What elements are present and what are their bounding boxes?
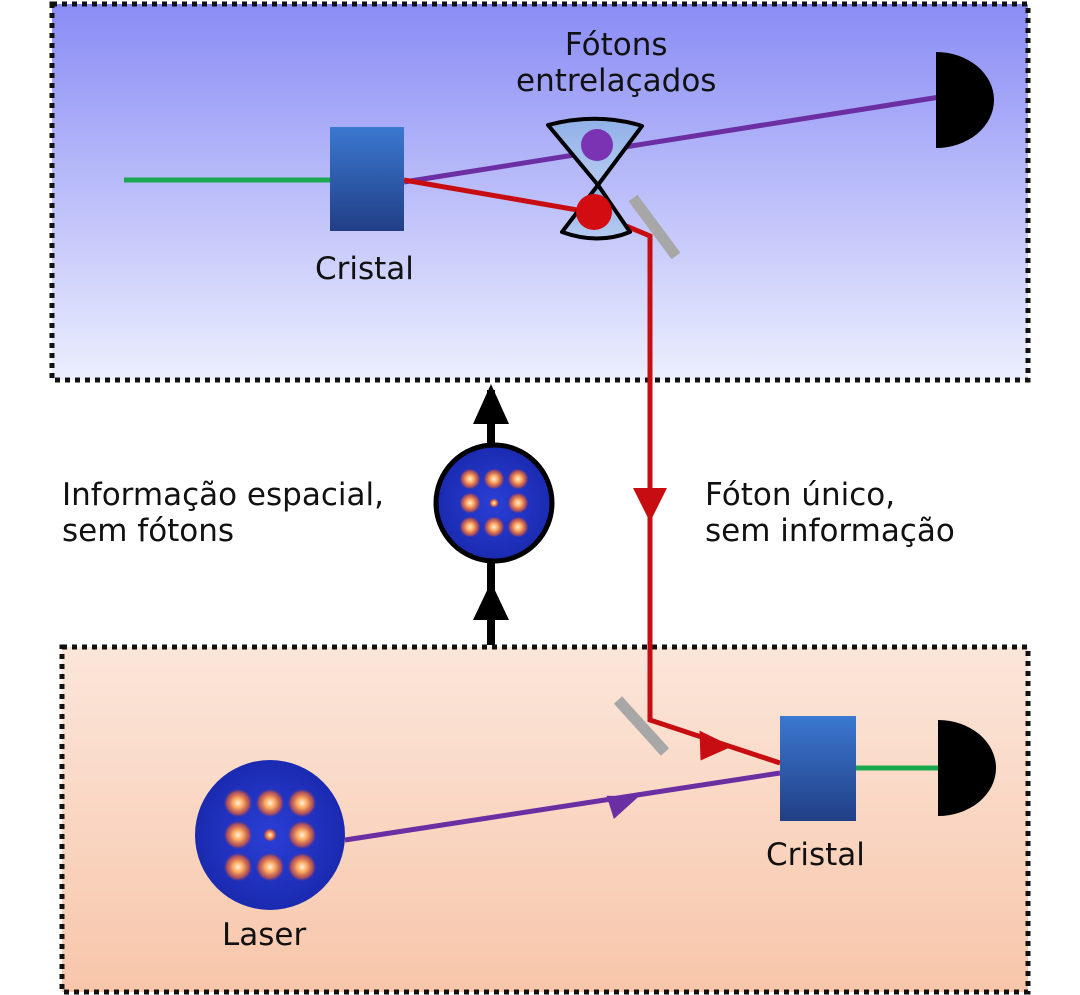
- idler-beam: [403, 177, 781, 766]
- idler-arrow-down: [633, 488, 667, 522]
- pattern-spot: [507, 468, 529, 490]
- spatial-info-line-1: Informação espacial,: [62, 477, 384, 513]
- laser-label: Laser: [222, 917, 307, 953]
- crystal-top-label: Cristal: [315, 251, 414, 287]
- detector-icon: [936, 52, 994, 148]
- pattern-spot: [255, 788, 285, 818]
- pattern-spot: [507, 516, 529, 538]
- single-photon-line-2: sem informação: [705, 512, 955, 549]
- image-pattern-icon: [433, 442, 555, 564]
- entangled-photons-line-1: Fótons: [564, 27, 668, 63]
- pattern-spot: [459, 516, 481, 538]
- pattern-spot: [287, 820, 317, 850]
- entangled-photons-line-2: entrelaçados: [516, 62, 717, 99]
- information-arrow-head-top: [473, 384, 509, 424]
- entangled-photons-label: Fótons entrelaçados: [516, 27, 717, 99]
- mirror-icon: [613, 696, 670, 756]
- crystal-icon: [780, 716, 856, 821]
- pattern-spot: [223, 820, 253, 850]
- single-photon-label: Fóton único, sem informação: [705, 477, 955, 549]
- pattern-spot: [459, 492, 481, 514]
- pattern-spot: [255, 852, 285, 882]
- idler-arrow-right: [699, 730, 733, 761]
- pattern-spot: [287, 788, 317, 818]
- pattern-spot: [223, 852, 253, 882]
- spatial-info-label: Informação espacial, sem fótons: [62, 477, 384, 549]
- information-arrow-head-bottom: [473, 582, 509, 620]
- top-panel: [49, 1, 1031, 383]
- pattern-spot: [263, 828, 277, 842]
- pattern-spot: [507, 492, 529, 514]
- entangled-pair-icon: [546, 116, 644, 241]
- mirror-icon: [628, 194, 681, 260]
- spatial-info-line-2: sem fótons: [62, 512, 235, 549]
- pattern-spot: [489, 498, 499, 508]
- crystal-bottom-label: Cristal: [766, 837, 865, 873]
- single-photon-line-1: Fóton único,: [705, 477, 896, 513]
- signal-beam-bottom: [344, 770, 781, 843]
- pattern-spot: [223, 788, 253, 818]
- laser-pattern-icon: [195, 760, 345, 910]
- crystal-icon: [330, 127, 404, 231]
- pattern-spot: [287, 852, 317, 882]
- pattern-spot: [483, 468, 505, 490]
- pattern-spot: [459, 468, 481, 490]
- signal-arrow: [606, 795, 639, 819]
- detector-icon: [938, 720, 996, 816]
- pattern-spot: [483, 516, 505, 538]
- signal-beam-top: [403, 94, 941, 185]
